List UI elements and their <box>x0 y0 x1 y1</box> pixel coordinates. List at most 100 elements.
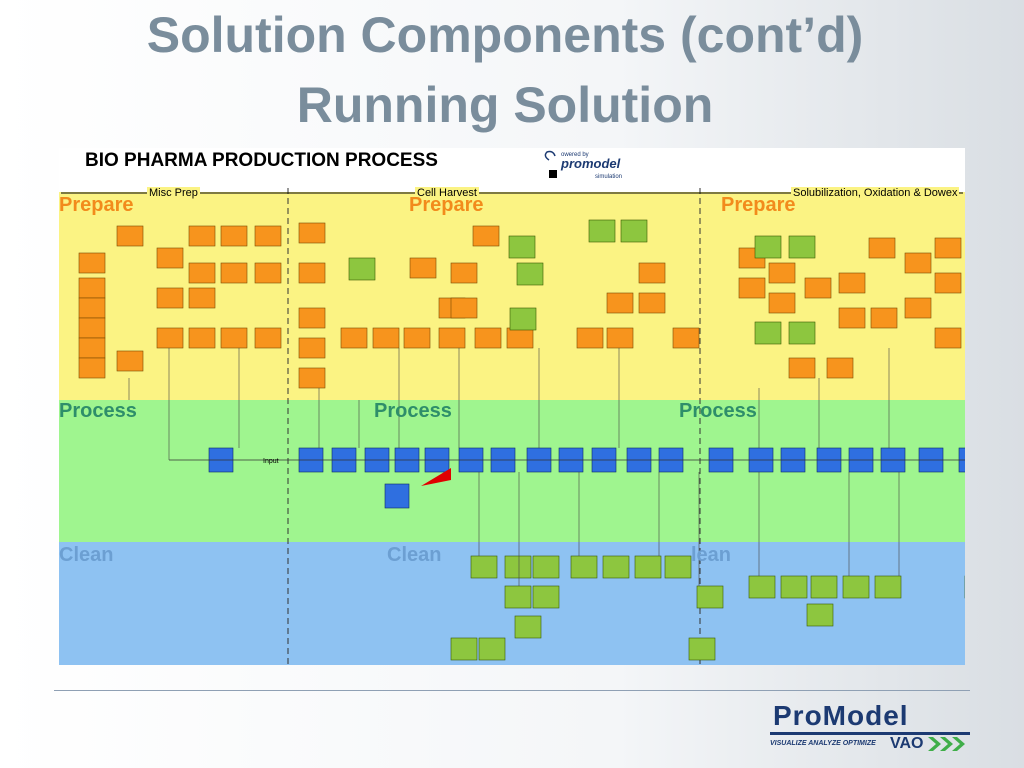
prepare-node <box>254 262 282 284</box>
process-label-1: Process <box>59 400 137 422</box>
prepare-node <box>116 350 144 372</box>
clean-node <box>688 637 716 661</box>
prepare-node <box>298 222 326 244</box>
prepare-node <box>78 297 106 319</box>
prepare-green-node <box>508 235 536 259</box>
prepare-node <box>188 225 216 247</box>
prepare-node <box>298 262 326 284</box>
prepare-green-node <box>788 321 816 345</box>
prepare-node <box>78 317 106 339</box>
prepare-node <box>340 327 368 349</box>
prepare-node <box>156 327 184 349</box>
clean-node <box>570 555 598 579</box>
diagram-graphics <box>61 188 965 665</box>
clean-node <box>470 555 498 579</box>
prepare-node <box>450 297 478 319</box>
diagram-title: BIO PHARMA PRODUCTION PROCESS <box>85 150 438 171</box>
prepare-node <box>638 262 666 284</box>
clean-node <box>748 575 776 599</box>
prepare-node <box>372 327 400 349</box>
prepare-label-3: Prepare <box>721 194 796 216</box>
process-node <box>384 483 410 509</box>
prepare-node <box>298 337 326 359</box>
prepare-node <box>156 287 184 309</box>
prepare-node <box>826 357 854 379</box>
clean-node <box>478 637 506 661</box>
clean-node <box>504 555 532 579</box>
clean-label-1: Clean <box>59 544 114 566</box>
prepare-node <box>904 252 932 274</box>
clean-node <box>504 585 532 609</box>
prepare-node <box>868 237 896 259</box>
prepare-node <box>904 297 932 319</box>
prepare-node <box>934 272 962 294</box>
prepare-node <box>409 257 437 279</box>
prepare-node <box>188 287 216 309</box>
prepare-node <box>78 337 106 359</box>
clean-node <box>602 555 630 579</box>
clean-node <box>842 575 870 599</box>
prepare-node <box>220 262 248 284</box>
prepare-node <box>738 277 766 299</box>
brand-underline <box>770 732 970 735</box>
clean-node <box>514 615 542 639</box>
clean-node <box>532 555 560 579</box>
prepare-node <box>220 225 248 247</box>
prepare-node <box>934 327 962 349</box>
prepare-node <box>254 225 282 247</box>
clean-node <box>664 555 692 579</box>
prepare-node <box>768 262 796 284</box>
prepare-node <box>450 262 478 284</box>
prepare-node <box>838 307 866 329</box>
footer-divider <box>54 690 970 691</box>
prepare-node <box>838 272 866 294</box>
prepare-node <box>934 237 962 259</box>
active-marker-icon <box>421 468 451 486</box>
brand-tagline: VISUALIZE ANALYZE OPTIMIZE <box>770 740 876 747</box>
prepare-node <box>638 292 666 314</box>
prepare-green-node <box>509 307 537 331</box>
clean-node <box>806 603 834 627</box>
prepare-node <box>254 327 282 349</box>
slide-title-line-2: Running Solution <box>296 77 714 133</box>
prepare-node <box>870 307 898 329</box>
logo-brand-text: promodel <box>560 156 621 171</box>
prepare-node <box>506 327 534 349</box>
prepare-node <box>116 225 144 247</box>
chevron-right-icon <box>928 737 965 751</box>
prepare-label-1: Prepare <box>59 194 134 216</box>
promodel-brand-logo: ProModel <box>773 700 909 731</box>
clean-label-2: Clean <box>387 544 442 566</box>
slide-title-line-1: Solution Components (cont’d) <box>146 7 864 63</box>
prepare-node <box>788 357 816 379</box>
process-diagram: BIO PHARMA PRODUCTION PROCESS owered by … <box>59 148 965 665</box>
prepare-node <box>78 252 106 274</box>
prepare-green-node <box>516 262 544 286</box>
prepare-node <box>403 327 431 349</box>
process-label-2: Process <box>374 400 452 422</box>
prepare-node <box>768 292 796 314</box>
clean-label-3: lean <box>691 544 732 566</box>
clean-node <box>810 575 838 599</box>
promodel-logo: owered by promodel simulation <box>544 150 622 180</box>
vao-logo: VAO <box>890 735 924 752</box>
prepare-node <box>804 277 832 299</box>
clean-node <box>780 575 808 599</box>
prepare-node <box>472 225 500 247</box>
prepare-green-node <box>620 219 648 243</box>
prepare-node <box>188 262 216 284</box>
prepare-green-node <box>754 235 782 259</box>
clean-node <box>696 585 724 609</box>
prepare-node <box>78 277 106 299</box>
clean-node <box>450 637 478 661</box>
prepare-node <box>672 327 700 349</box>
prepare-node <box>298 307 326 329</box>
prepare-node <box>156 247 184 269</box>
prepare-node <box>576 327 604 349</box>
prepare-node <box>220 327 248 349</box>
prepare-node <box>298 367 326 389</box>
prepare-label-2: Prepare <box>409 194 484 216</box>
clean-node <box>634 555 662 579</box>
clean-node <box>874 575 902 599</box>
section-label-solubilization: Solubilization, Oxidation & Dowex <box>791 187 960 199</box>
